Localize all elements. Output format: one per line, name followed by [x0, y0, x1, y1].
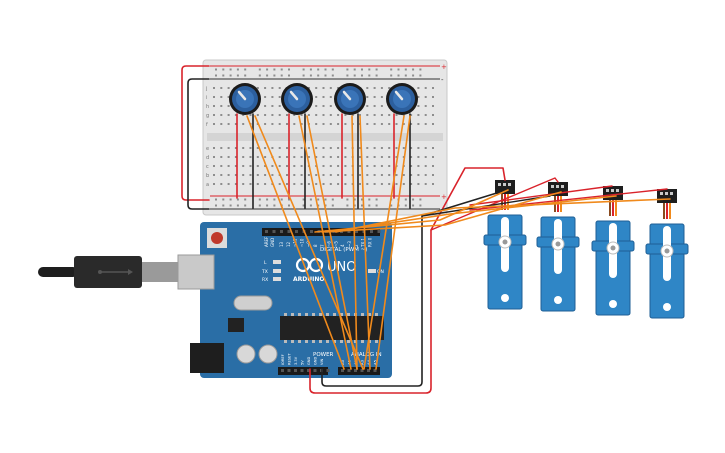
wire[interactable]: [469, 185, 613, 206]
power-pin-label: 5V: [301, 360, 305, 365]
usb-port: [177, 254, 215, 290]
wire[interactable]: [321, 191, 562, 233]
row-letter: b: [206, 173, 209, 179]
row-letter: j: [205, 86, 207, 92]
rail-plus-label-bottom: +: [441, 193, 447, 201]
wire[interactable]: [306, 115, 358, 370]
wire[interactable]: [375, 115, 411, 370]
row-letter: d: [206, 155, 209, 161]
digital-pin-label: 12: [286, 241, 291, 247]
usb-cable[interactable]: [38, 256, 178, 288]
analog-pin-label: A0: [340, 359, 345, 365]
servo-mount-hole: [609, 300, 617, 308]
rx-led-label: RX: [262, 277, 268, 283]
wire[interactable]: [321, 191, 501, 387]
servo-mount-hole: [554, 296, 562, 304]
gnd-label: GND: [270, 238, 275, 247]
aref-label: AREF: [264, 236, 269, 247]
digital-pin-label: ~6: [327, 241, 332, 247]
wire[interactable]: [254, 115, 364, 370]
capacitor-1: [236, 344, 256, 364]
power-pin-label: GND: [314, 357, 318, 365]
digital-pin-label: 13: [279, 241, 284, 247]
digital-pin-label: ~10: [299, 238, 304, 247]
crystal: [233, 295, 273, 311]
pot-knob-indicator: [394, 90, 404, 101]
digital-pin-label: 4: [340, 244, 345, 247]
analog-pin-label: A5: [373, 359, 378, 365]
wire[interactable]: [359, 115, 371, 370]
l-led-label: L: [264, 260, 267, 266]
digital-pin-label: ~3: [347, 241, 352, 247]
row-letter: a: [206, 182, 209, 188]
wires[interactable]: [181, 65, 671, 394]
pot-2[interactable]: [281, 83, 313, 115]
wire[interactable]: [181, 65, 210, 201]
digital-pin-label: ~5: [333, 241, 338, 247]
wire[interactable]: [309, 167, 506, 394]
wire[interactable]: [335, 198, 671, 233]
analog-pin-label: A4: [366, 359, 371, 365]
servo-1[interactable]: [483, 180, 527, 310]
analog-pin-label: A3: [360, 359, 365, 365]
wire[interactable]: [298, 115, 352, 370]
servo-4[interactable]: [645, 189, 689, 319]
pot-knob-indicator: [237, 90, 247, 101]
wire[interactable]: [430, 177, 559, 231]
pot-1[interactable]: [229, 83, 261, 115]
power-label: POWER: [313, 352, 334, 358]
pot-knob-indicator: [289, 90, 299, 101]
rail-plus-label: +: [441, 63, 447, 71]
wire[interactable]: [246, 115, 345, 370]
pot-3[interactable]: [334, 83, 366, 115]
servo-mount-hole: [663, 303, 671, 311]
board-brand: ARDUINO: [293, 276, 324, 283]
power-pin-label: VIN: [320, 358, 324, 365]
row-letter: c: [206, 164, 209, 170]
board-model: UNO: [327, 260, 356, 275]
row-letter: g: [206, 113, 209, 119]
power-pin-label: 3.3V: [294, 356, 298, 365]
wire[interactable]: [363, 115, 405, 370]
pot-knob-indicator: [342, 90, 352, 101]
digital-label: DIGITAL (PWM ~): [320, 247, 367, 253]
rail-minus-label: -: [441, 76, 444, 84]
analog-header[interactable]: [338, 367, 380, 375]
voltage-regulator: [228, 318, 244, 332]
wire[interactable]: [187, 78, 210, 210]
wire[interactable]: [351, 115, 358, 370]
row-letter: i: [206, 95, 207, 101]
servo-3[interactable]: [591, 186, 635, 316]
digital-pin-label: 8: [313, 244, 318, 247]
digital-pin-label: 2: [354, 244, 359, 247]
power-pin-label: RESET: [288, 353, 292, 365]
capacitor-2: [258, 344, 278, 364]
digital-pin-label: RX 0: [367, 237, 372, 247]
power-jack: [190, 343, 224, 373]
usb-icon: [98, 269, 133, 275]
digital-pin-label: TX 1: [361, 238, 366, 248]
digital-pin-label: 7: [320, 244, 325, 247]
row-letter: f: [206, 122, 208, 128]
tx-led-label: TX: [261, 269, 268, 275]
servo-mount-hole: [501, 294, 509, 302]
power-pin-label: IOREF: [281, 354, 285, 365]
arduino-board[interactable]: ARDUINO UNO DIGITAL (PWM ~) POWER ANALOG…: [177, 222, 392, 378]
pot-4[interactable]: [386, 83, 418, 115]
row-letter: e: [206, 146, 209, 152]
on-label: ON: [377, 269, 384, 275]
power-pin-label: GND: [307, 357, 311, 365]
row-letter: h: [206, 104, 209, 110]
